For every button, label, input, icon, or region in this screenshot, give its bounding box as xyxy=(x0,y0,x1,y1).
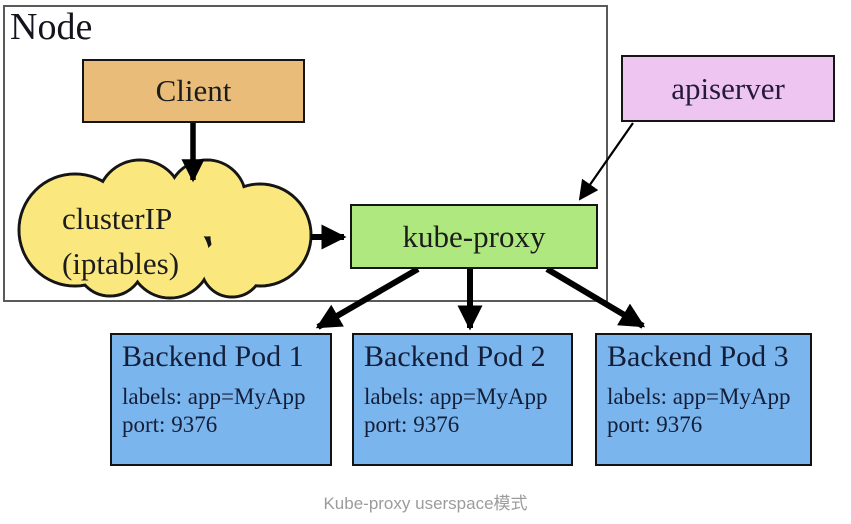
apiserver-box: apiserver xyxy=(621,55,835,122)
clusterip-line1: clusterIP xyxy=(62,201,173,236)
backend-pod-3-box: Backend Pod 3 labels: app=MyApp port: 93… xyxy=(595,333,812,466)
pod-labels: labels: app=MyApp xyxy=(122,384,306,409)
clusterip-text: clusterIP (iptables) xyxy=(62,196,179,286)
diagram-caption: Kube-proxy userspace模式 xyxy=(323,494,528,513)
pod-title: Backend Pod 2 xyxy=(364,340,546,373)
node-label: Node xyxy=(10,6,93,48)
pod-port: port: 9376 xyxy=(364,412,460,437)
kube-proxy-box: kube-proxy xyxy=(350,204,598,269)
backend-pod-2-box: Backend Pod 2 labels: app=MyApp port: 93… xyxy=(352,333,573,466)
pod-port: port: 9376 xyxy=(122,412,218,437)
pod-labels: labels: app=MyApp xyxy=(607,384,791,409)
pod-title: Backend Pod 1 xyxy=(122,340,304,373)
apiserver-label: apiserver xyxy=(671,70,785,106)
pod-labels: labels: app=MyApp xyxy=(364,384,548,409)
backend-pod-1-box: Backend Pod 1 labels: app=MyApp port: 93… xyxy=(110,333,332,466)
pod-title: Backend Pod 3 xyxy=(607,340,789,373)
kube-proxy-label: kube-proxy xyxy=(402,218,546,254)
client-box: Client xyxy=(82,59,305,123)
pod-port: port: 9376 xyxy=(607,412,703,437)
clusterip-line2: (iptables) xyxy=(62,246,180,281)
client-label: Client xyxy=(155,73,232,108)
